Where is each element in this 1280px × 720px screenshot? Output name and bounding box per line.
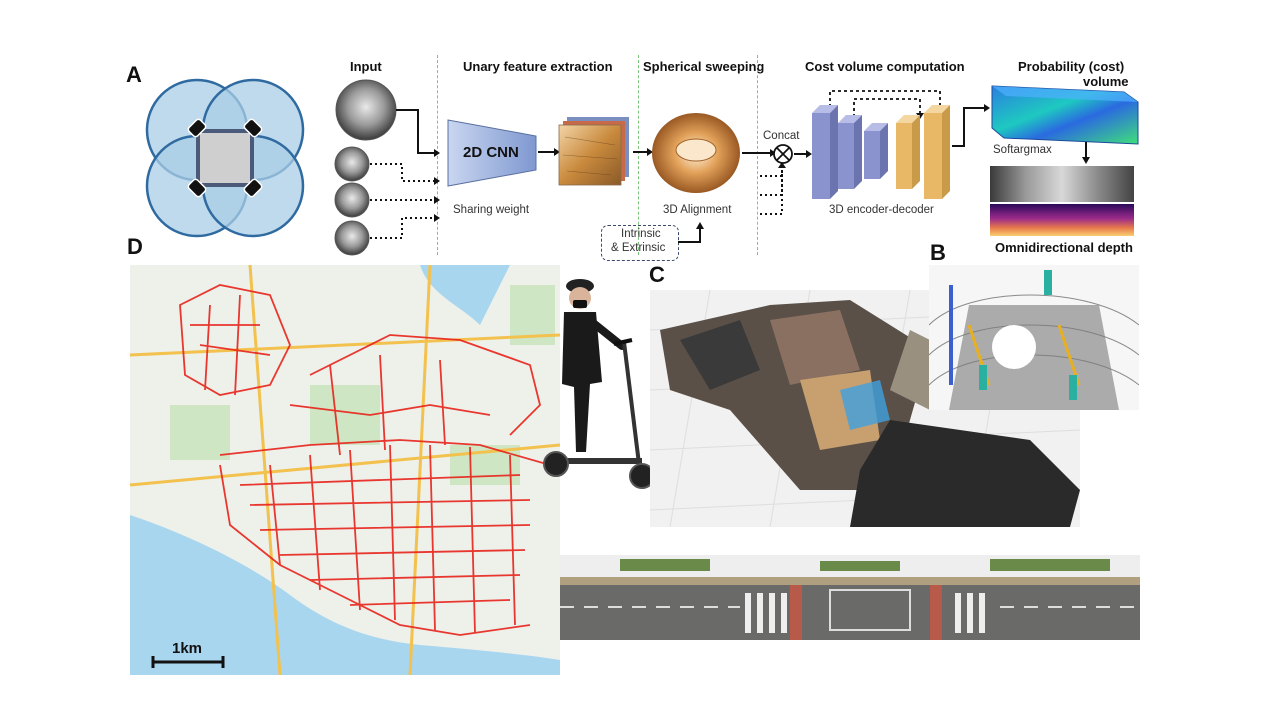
panel-label-c: C <box>649 262 665 287</box>
input-fisheye-4 <box>334 220 370 256</box>
intrinsic-label: Intrinsic <box>621 228 661 240</box>
input-fisheye-3 <box>334 182 370 218</box>
panorama-depth <box>990 204 1134 236</box>
input-images <box>334 79 440 256</box>
extrinsic-label: & Extrinsic <box>611 242 666 254</box>
alignment-label: 3D Alignment <box>663 204 732 216</box>
arrow-cnn-features <box>538 148 560 156</box>
sharing-weight-label: Sharing weight <box>453 204 530 216</box>
softargmax-label: Softargmax <box>993 144 1052 156</box>
arrow-encoder-volume <box>952 104 990 147</box>
panorama-rgb <box>990 166 1134 202</box>
spherical-sweep-volume <box>652 113 740 193</box>
map-scale-bar <box>151 656 225 668</box>
road-scan <box>560 555 1140 640</box>
divider-3 <box>757 55 758 255</box>
concat-arrows <box>742 149 786 215</box>
panel-label-b: B <box>930 240 946 265</box>
prob-title-2: volume <box>1083 74 1129 89</box>
encoder-decoder-label: 3D encoder-decoder <box>829 204 934 216</box>
scooter-rider-photo <box>543 279 655 489</box>
divider-1 <box>437 55 438 255</box>
input-fisheye-2 <box>334 146 370 182</box>
camera-rig-diagram <box>145 78 305 238</box>
encoder-decoder-blocks <box>812 90 950 199</box>
concat-icon <box>773 144 793 164</box>
cnn-label: 2D CNN <box>463 144 519 161</box>
arrow-features-sphere <box>633 148 653 156</box>
lidar-scan <box>928 270 1140 410</box>
road-point-cloud <box>560 555 1140 640</box>
arrow-softargmax <box>1082 142 1090 164</box>
topdown-point-cloud <box>928 265 1140 410</box>
input-fisheye-main <box>335 79 397 141</box>
sweep-title: Spherical sweeping <box>643 59 765 74</box>
panel-label-a: A <box>126 62 142 87</box>
concat-label: Concat <box>763 130 800 142</box>
arrow-params-alignment <box>678 222 704 243</box>
divider-2 <box>638 55 639 255</box>
arrow-concat-encoder <box>794 150 812 158</box>
cost-title: Cost volume computation <box>805 59 965 74</box>
feature-maps <box>558 117 629 186</box>
omni-depth-title: Omnidirectional depth <box>995 240 1133 255</box>
panel-label-d: D <box>127 234 143 259</box>
map-scale-label: 1km <box>172 640 203 657</box>
unary-title: Unary feature extraction <box>463 59 613 74</box>
prob-title-1: Probability (cost) <box>1018 59 1125 74</box>
route-map <box>130 265 560 675</box>
indoor-point-cloud <box>649 289 1081 528</box>
input-title: Input <box>350 59 382 74</box>
probability-volume <box>991 85 1139 145</box>
cnn-block <box>447 119 537 187</box>
